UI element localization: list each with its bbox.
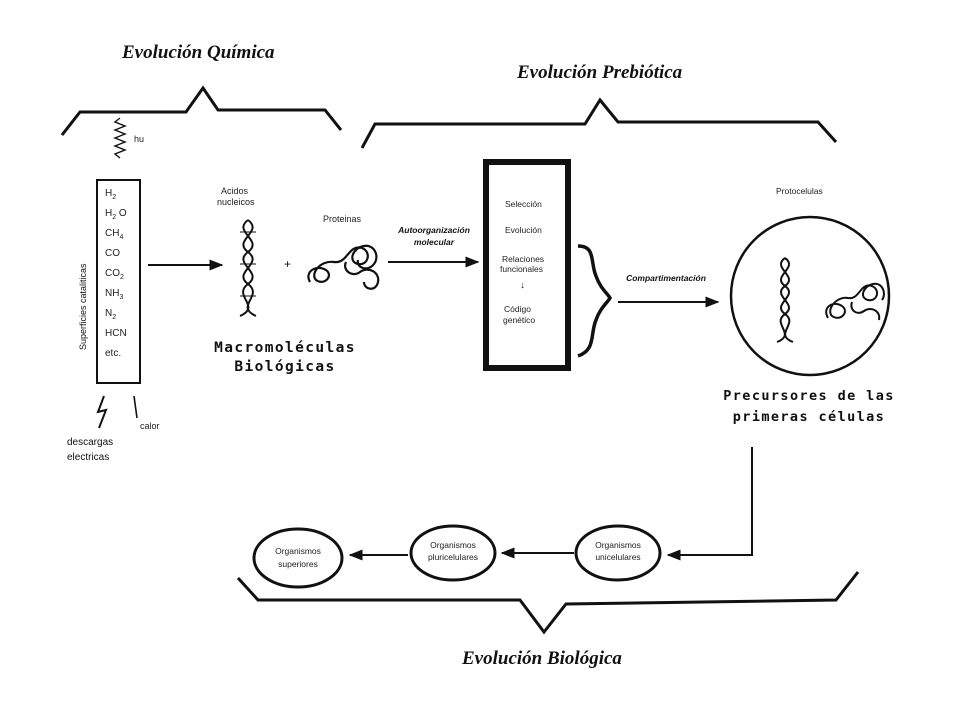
heat-arrow-icon (133, 395, 138, 419)
gas-formula-subscript: 2 (120, 274, 124, 281)
selection-label: Selección (505, 199, 542, 209)
gas-item: NH3 (105, 288, 127, 308)
gas-formula-subscript: 2 (112, 214, 117, 221)
gas-formula-base: CO (105, 268, 120, 279)
evolution-label: Evolución (505, 225, 542, 235)
gas-formula-subscript: 3 (119, 294, 124, 301)
gas-formula-subscript: 2 (112, 314, 117, 321)
macromolecules-title-line2: Biológicas (234, 359, 336, 375)
uv-label: hu (134, 134, 145, 144)
genetic-code-label-line2: genético (503, 315, 536, 325)
gas-item: CO2 (105, 268, 127, 288)
superior-label-line2: superiores (278, 559, 318, 569)
organism-circle-unicellular (574, 524, 662, 582)
functional-label: funcionales (500, 264, 544, 274)
biological-evolution-title: Evolución Biológica (462, 648, 622, 669)
gas-item: HCN (105, 328, 127, 348)
protein-coil-icon (307, 244, 380, 290)
discharge-label-line1: descargas (67, 437, 114, 448)
pluricellular-label-line2: pluricelulares (427, 552, 479, 562)
protocell-helix-icon (776, 257, 794, 343)
self-organization-label-line2: molecular (413, 237, 455, 247)
prebiotic-evolution-brace (360, 97, 838, 149)
pluricellular-label-line1: Organismos (430, 540, 476, 550)
gas-item: etc. (105, 348, 127, 368)
process-box (483, 159, 571, 371)
compartment-brace (577, 244, 612, 358)
arrow-to-unicellular (666, 447, 753, 561)
gas-formula-base: NH (105, 288, 120, 299)
gas-box (96, 179, 141, 384)
gas-item: N2 (105, 308, 127, 328)
nucleic-acids-label-line1: Acidos (221, 186, 249, 196)
chemical-evolution-title: Evolución Química (122, 42, 275, 63)
protocell-label: Protocelulas (776, 186, 823, 196)
prebiotic-evolution-title: Evolución Prebiótica (517, 62, 683, 83)
gas-item: CH4 (105, 228, 127, 248)
heat-label: calor (140, 421, 160, 431)
gas-formula-base: HCN (105, 328, 127, 339)
gas-item: H2 (105, 188, 127, 208)
gas-formula-subscript: 2 (112, 194, 117, 201)
gas-item: H2 O (105, 208, 127, 228)
uv-radiation-icon (113, 117, 127, 159)
gas-formula-base: N (105, 308, 113, 319)
biological-evolution-brace (236, 571, 860, 635)
relations-label: Relaciones (502, 254, 545, 264)
gas-formula-base: CO (105, 248, 120, 259)
macromolecules-title-line1: Macromoléculas (214, 340, 356, 356)
unicellular-label-line1: Organismos (595, 540, 641, 550)
nucleic-acid-helix-icon (239, 219, 257, 317)
nucleic-acids-label-line2: nucleicos (217, 197, 255, 207)
down-arrow-icon: ↓ (520, 280, 525, 291)
catalytic-surfaces-label: Superficies cataliticas (78, 263, 88, 350)
superior-label-line1: Organismos (275, 546, 321, 556)
genetic-code-label-line1: Código (504, 304, 531, 314)
unicellular-label-line2: unicelulares (595, 552, 641, 562)
gas-formula-base: H (105, 208, 113, 219)
self-organization-label-line1: Autoorganización (398, 225, 470, 235)
protocell-circle (729, 215, 891, 377)
gas-item: CO (105, 248, 127, 268)
compartmentalization-label: Compartimentación (626, 273, 706, 283)
organism-circle-superior (252, 527, 344, 589)
chemical-evolution-brace (60, 85, 343, 136)
protocell-protein-icon (825, 282, 885, 321)
gas-formula-base: H (105, 188, 113, 199)
proteins-label: Proteinas (323, 214, 362, 224)
lightning-icon (96, 395, 108, 429)
organism-circle-pluricellular (409, 524, 497, 582)
gas-formula-tail: O (116, 208, 127, 219)
gas-formula-base: CH (105, 228, 120, 239)
protocell-caption-line2: primeras células (732, 409, 886, 425)
gas-formula-subscript: 4 (119, 234, 124, 241)
discharge-label-line2: electricas (67, 452, 110, 463)
gas-formula-base: etc. (105, 348, 122, 359)
protocell-caption-line1: Precursores de las (723, 388, 895, 404)
plus-sign: + (284, 257, 292, 271)
